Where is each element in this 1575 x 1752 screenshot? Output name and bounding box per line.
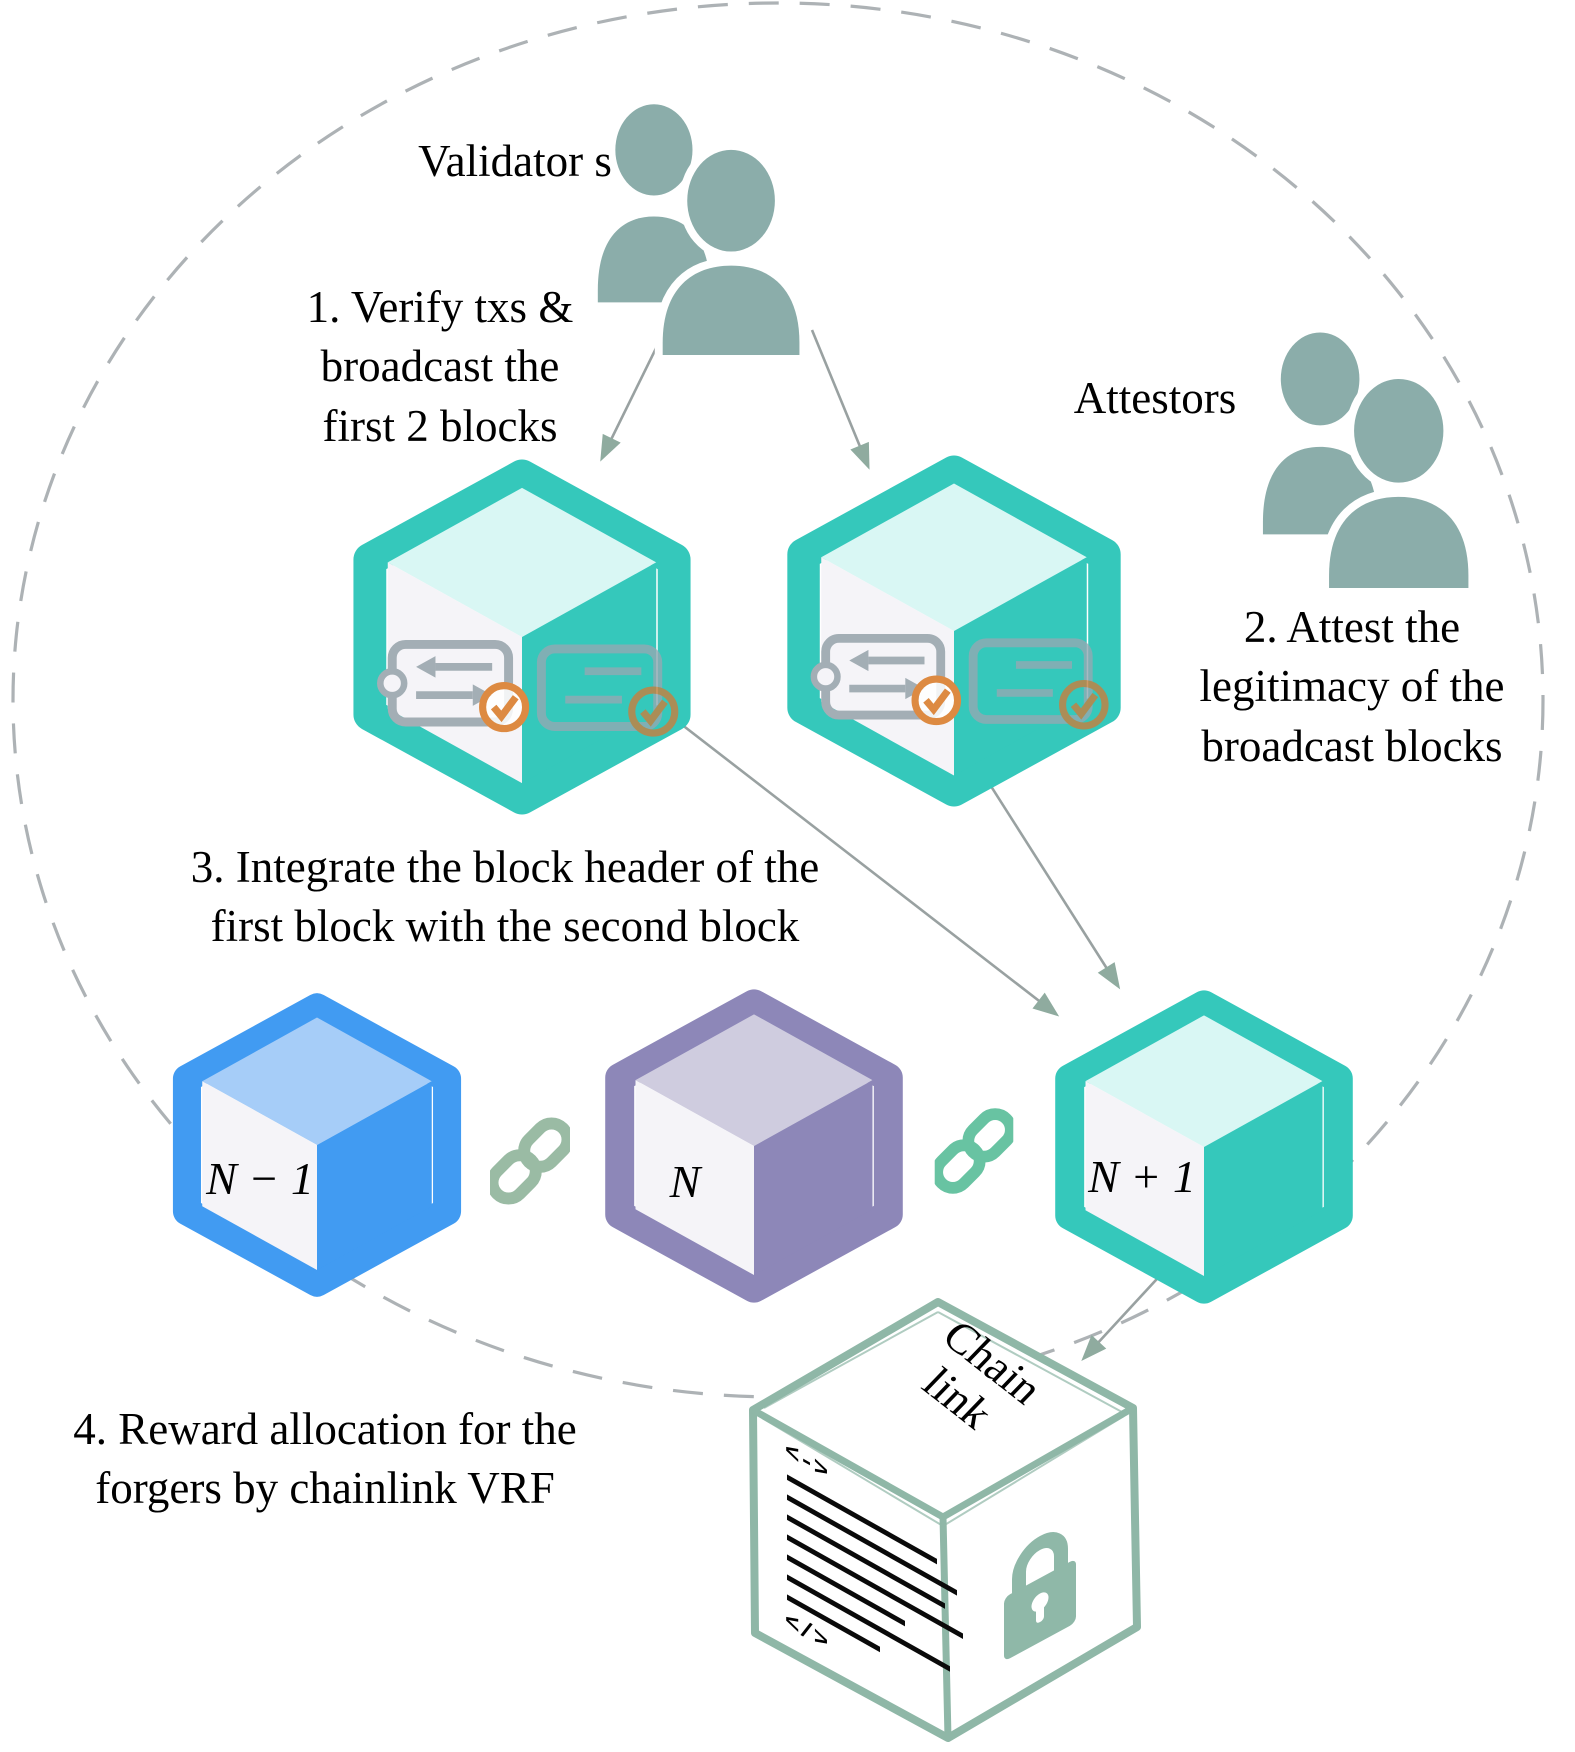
step4-text: 4. Reward allocation for the forgers by …: [55, 1400, 595, 1519]
chainlink-cube: <-> </>: [749, 1298, 1141, 1742]
step4-line1: 4. Reward allocation for the: [73, 1404, 577, 1454]
block-n-minus-1-label: N − 1: [206, 1153, 314, 1204]
step2-line3: broadcast blocks: [1201, 720, 1503, 771]
check-circle-icon: [1059, 679, 1109, 730]
broadcast-block-2: [774, 454, 1109, 808]
arrow-block1-to-next: [649, 698, 1060, 1017]
step2-text: 2. Attest the legitimacy of the broadcas…: [1152, 598, 1552, 776]
step3-text: 3. Integrate the block header of the fir…: [90, 838, 920, 957]
step2-line1: 2. Attest the: [1243, 602, 1461, 652]
block-n-plus-1: [1046, 986, 1362, 1308]
step1-line3: first 2 blocks: [322, 400, 558, 451]
arrow-validators-to-block1: [600, 329, 667, 462]
step1-line2: broadcast the: [320, 341, 560, 392]
attestors-label: Attestors: [1073, 373, 1237, 423]
transaction-ticket-icon: [810, 633, 962, 726]
step1-text: 1. Verify txs & broadcast the first 2 bl…: [250, 278, 630, 456]
transaction-ticket-icon: [968, 638, 1109, 730]
transaction-ticket-icon: [377, 639, 530, 733]
transaction-ticket-icon: [536, 644, 679, 737]
block-n-minus-1: [162, 992, 472, 1298]
block-n: [592, 988, 916, 1304]
broadcast-block-1: [340, 458, 679, 816]
arrow-validators-to-block2: [810, 329, 870, 470]
step2-line2: legitimacy of the: [1199, 661, 1505, 712]
check-circle-icon: [628, 686, 679, 737]
check-circle-icon: [479, 682, 530, 733]
step1-line1: 1. Verify txs &: [306, 282, 574, 332]
chain-link-icon: [928, 1096, 1020, 1206]
padlock-icon: [1004, 1532, 1076, 1660]
chain-link-icon: [490, 1105, 570, 1217]
check-circle-icon: [911, 675, 962, 726]
block-n-label: N: [669, 1156, 701, 1207]
step3-line2: first block with the second block: [210, 901, 800, 952]
step3-line1: 3. Integrate the block header of the: [190, 842, 820, 892]
attestors-people-icon: [1232, 320, 1494, 588]
step4-line2: forgers by chainlink VRF: [95, 1463, 555, 1514]
block-n-plus-1-label: N + 1: [1088, 1151, 1196, 1202]
validators-label: Validator s: [418, 136, 612, 186]
